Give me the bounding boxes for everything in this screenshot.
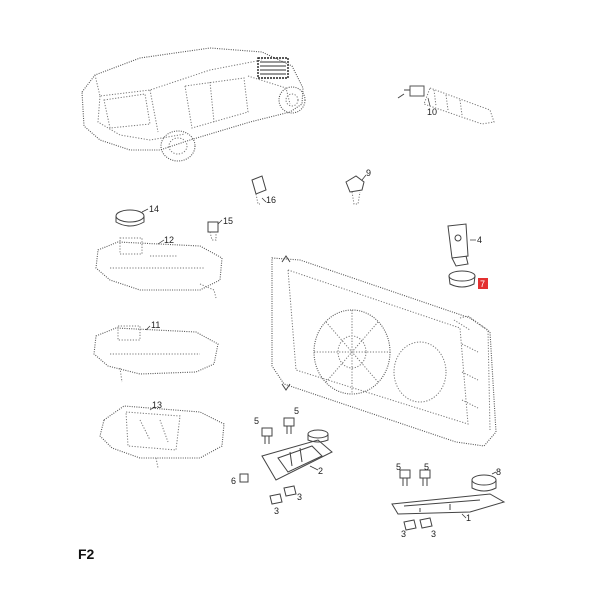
part-2-bracket: 2 (261, 429, 333, 481)
callout-6: 6 (231, 476, 236, 486)
radiator-fan-assembly (271, 255, 497, 447)
callout-5-a: 5 (254, 416, 259, 426)
bolt-5-left-a: 5 (254, 416, 273, 444)
bolt-5-left-b: 5 (283, 406, 299, 434)
page-code: F2 (78, 546, 95, 562)
callout-7: 7 (480, 279, 485, 289)
part-8-mount: 8 (471, 467, 501, 492)
callout-9: 9 (366, 168, 371, 178)
clip-3-left-a: 3 (269, 493, 283, 516)
callout-11: 11 (151, 320, 160, 330)
part-9-clip: 9 (345, 168, 371, 205)
callout-5-d: 5 (424, 462, 429, 472)
callout-3-a: 3 (274, 506, 279, 516)
clip-3-left-b: 3 (283, 485, 302, 502)
callout-7-highlight (478, 278, 488, 289)
vehicle-illustration (81, 47, 306, 162)
callout-10: 10 (427, 107, 437, 117)
callout-4: 4 (477, 235, 482, 245)
callout-1: 1 (466, 513, 471, 523)
part-16-bolt: 16 (251, 175, 276, 205)
bolt-5-right-b: 5 (419, 462, 431, 486)
part-1-bracket: 1 (391, 493, 506, 523)
callout-5-b: 5 (294, 406, 299, 416)
callout-3-d: 3 (431, 529, 436, 539)
callout-14: 14 (149, 204, 159, 214)
callout-13: 13 (152, 400, 162, 410)
part-15-bolt: 15 (207, 216, 233, 241)
clip-3-right-a: 3 (401, 519, 417, 539)
callout-3-b: 3 (297, 492, 302, 502)
callout-15: 15 (223, 216, 233, 226)
callout-2: 2 (318, 466, 323, 476)
callout-16: 16 (266, 195, 276, 205)
callout-3-c: 3 (401, 529, 406, 539)
part-14-cap: 14 (115, 204, 159, 227)
callout-12: 12 (164, 235, 174, 245)
part-11-tank: 11 (93, 320, 219, 383)
callout-8: 8 (496, 467, 501, 477)
clip-3-right-b: 3 (419, 517, 436, 539)
part-12-tank: 12 (95, 235, 223, 299)
part-7-grommet: 7 (448, 270, 488, 289)
bolt-5-right-a: 5 (396, 462, 411, 486)
callout-5-c: 5 (396, 462, 401, 472)
part-13-tank: 13 (99, 400, 225, 469)
part-4-bracket: 4 (447, 223, 482, 267)
part-10-heater: 10 (397, 85, 495, 125)
part-6-nut: 6 (231, 473, 249, 486)
